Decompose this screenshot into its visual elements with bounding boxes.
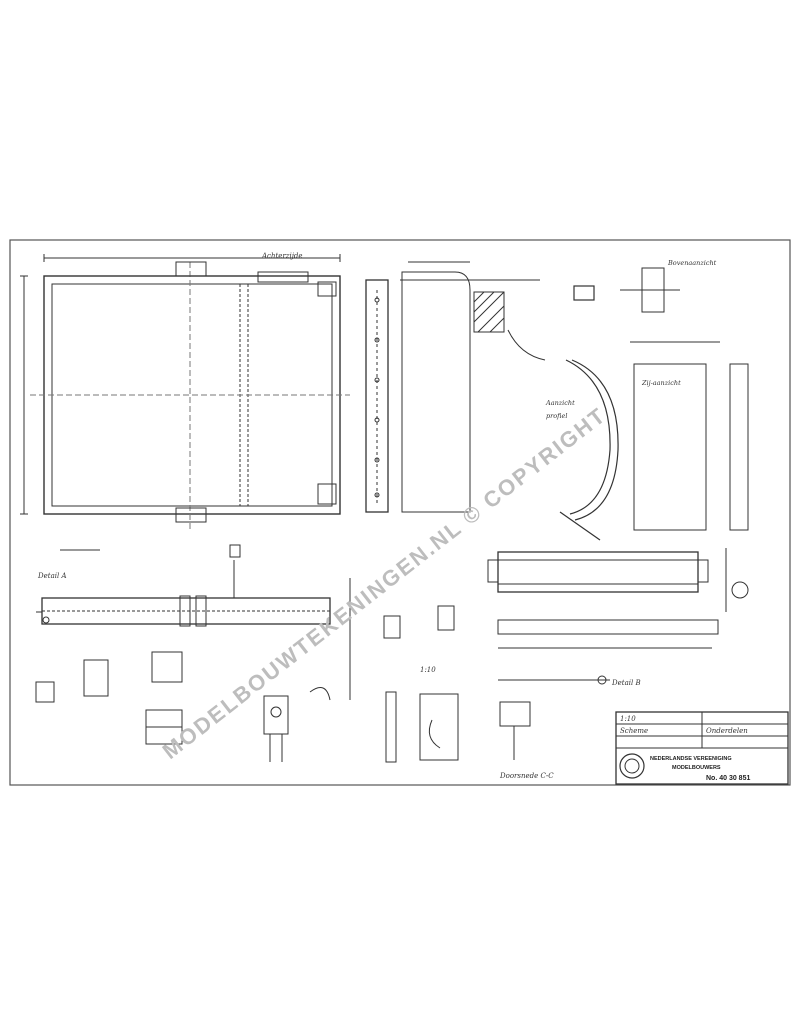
detail-a-label: Detail A (37, 572, 67, 580)
title-row-2: Scheme (620, 727, 648, 735)
right-rail-view (487, 548, 749, 685)
title-row-3: Onderdelen (706, 727, 748, 735)
copyright-watermark: MODELBOUWTEKENINGEN.NL © COPYRIGHT (158, 402, 611, 764)
side-elevation-view (365, 261, 540, 513)
drawing-number: No. 40 30 851 (706, 775, 750, 782)
front-view-note: Achterzijde (261, 252, 303, 260)
section-c-label: Doorsnede C-C (499, 772, 554, 780)
front-elevation-view (20, 254, 350, 530)
small-detail-sketches (35, 605, 531, 763)
right-panel-note: Zij-aanzicht (641, 379, 681, 387)
company-line-1: NEDERLANDSE VEREENIGING (650, 756, 732, 762)
drawing-border (9, 239, 791, 786)
company-line-2: MODELBOUWERS (672, 765, 721, 771)
curved-profile-detail (559, 285, 619, 541)
right-panel-views (620, 267, 749, 531)
lower-rail-view (36, 544, 351, 700)
title-block (615, 711, 789, 785)
detail-b-label: Detail B (611, 679, 641, 687)
scale-label: 1:10 (420, 666, 436, 674)
title-row-1: 1:10 (620, 715, 636, 723)
hatched-section-detail (473, 291, 546, 361)
top-right-note: Bovenaanzicht (667, 259, 717, 267)
profile-note: Aanzicht (545, 399, 575, 407)
profile-note-2: profiel (546, 412, 567, 420)
